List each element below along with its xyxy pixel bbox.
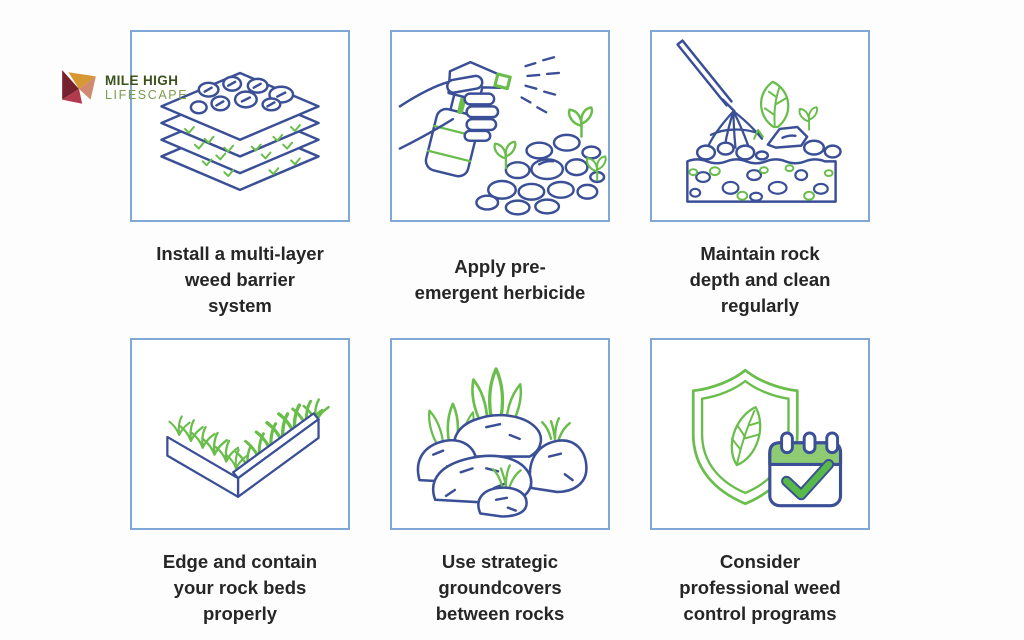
mile-high-logo-mark-icon [62, 70, 96, 104]
rake-rock-depth-icon [676, 39, 842, 203]
weed-barrier-layers-icon [160, 71, 320, 192]
edging-icon [166, 398, 330, 498]
tip-card-edging: Edge and contain your rock beds properly [130, 338, 350, 640]
brand-name-top: MILE HIGH [105, 73, 179, 89]
illustration-box [390, 30, 610, 222]
calendar-check-icon [768, 431, 843, 508]
illustration-box [650, 338, 870, 530]
illustration-box [650, 30, 870, 222]
brand-logo: MILE HIGH LIFESCAPE [60, 68, 188, 108]
brand-name-bottom: LIFESCAPE [105, 87, 189, 102]
shield-leaf-icon [691, 368, 799, 506]
illustration-box [390, 338, 610, 530]
tip-card-pre-emergent: Apply pre- emergent herbicide [390, 30, 610, 338]
tip-card-groundcovers: Use strategic groundcovers between rocks [390, 338, 610, 640]
tip-card-weed-barrier: Install a multi-layer weed barrier syste… [130, 30, 350, 338]
tip-caption: Maintain rock depth and clean regularly [689, 243, 831, 316]
tip-caption: Apply pre- emergent herbicide [414, 256, 586, 303]
tip-card-rock-depth: Maintain rock depth and clean regularly [650, 30, 870, 338]
tip-caption: Consider professional weed control progr… [679, 551, 841, 624]
groundcover-rocks-icon [416, 367, 588, 518]
tip-caption: Edge and contain your rock beds properly [162, 551, 318, 624]
shield-calendar-icon [691, 368, 843, 508]
tip-caption: Install a multi-layer weed barrier syste… [156, 243, 324, 316]
tip-card-professional: Consider professional weed control progr… [650, 338, 870, 640]
illustration-box [130, 30, 350, 222]
spray-herbicide-icon [398, 56, 607, 216]
tip-caption: Use strategic groundcovers between rocks [435, 551, 565, 624]
tips-grid: Install a multi-layer weed barrier syste… [130, 30, 870, 640]
illustration-box [130, 338, 350, 530]
brand-logo-text: MILE HIGH LIFESCAPE [105, 74, 188, 101]
